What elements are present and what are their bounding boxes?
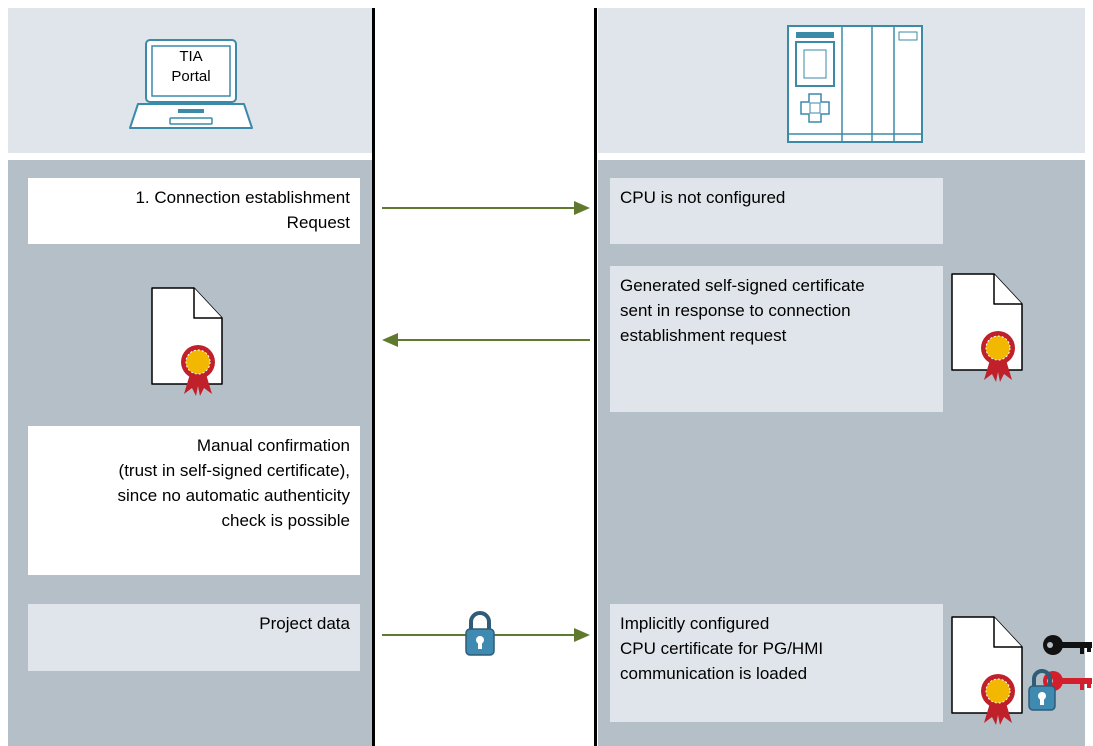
cpu-certificate-loaded-box: Implicitly configured CPU certificate fo… <box>610 604 943 722</box>
laptop-icon <box>128 36 254 134</box>
laptop-label-line2: Portal <box>171 68 211 85</box>
cpu-not-configured-box: CPU is not configured <box>610 178 943 244</box>
project-data-box: Project data <box>28 604 360 671</box>
right-separator-line <box>594 8 597 746</box>
certificate-response-arrow <box>380 332 590 348</box>
certificate-icon <box>950 615 1025 727</box>
connection-request-box: 1. Connection establishment Request <box>28 178 360 244</box>
certificate-icon <box>150 286 225 398</box>
self-signed-response-box: Generated self-signed certificate sent i… <box>610 266 943 412</box>
padlock-icon <box>1028 668 1056 712</box>
left-separator-line <box>372 8 375 746</box>
laptop-label-line1: TIA <box>179 48 203 65</box>
padlock-icon <box>464 610 496 658</box>
request-arrow <box>382 200 592 216</box>
manual-confirmation-box: Manual confirmation (trust in self-signe… <box>28 426 360 575</box>
plc-cpu-icon <box>786 24 924 146</box>
certificate-icon <box>950 272 1025 384</box>
black-key-icon <box>1042 632 1093 658</box>
